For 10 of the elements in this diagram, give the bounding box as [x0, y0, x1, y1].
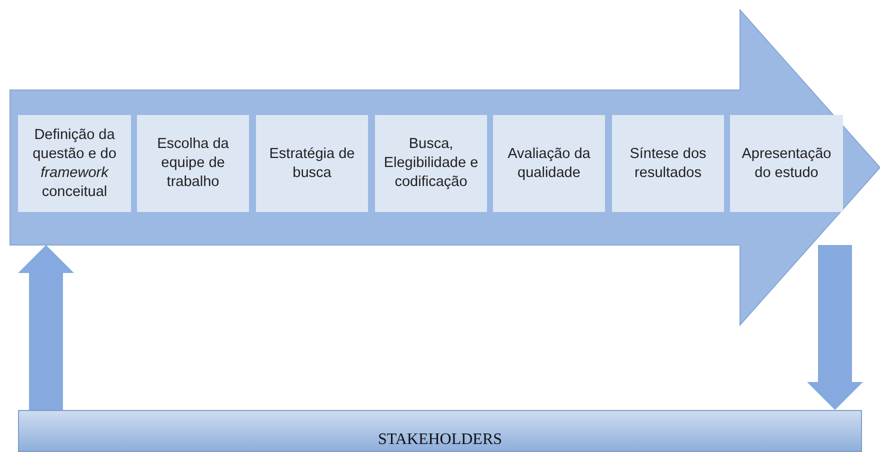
step-box: Avaliação da qualidade [493, 115, 605, 212]
step-box: Definição da questão e do framework conceitual [18, 115, 131, 212]
step-box: Busca, Elegibilidade e codificação [375, 115, 487, 212]
step-box: Síntese dos resultados [612, 115, 724, 212]
block-arrow [18, 245, 74, 410]
step-box: Estratégia de busca [256, 115, 368, 212]
step-box: Apresentação do estudo [730, 115, 843, 212]
stakeholders-bar: STAKEHOLDERS [18, 410, 862, 452]
step-box: Escolha da equipe de trabalho [137, 115, 249, 212]
block-arrow [807, 245, 863, 410]
